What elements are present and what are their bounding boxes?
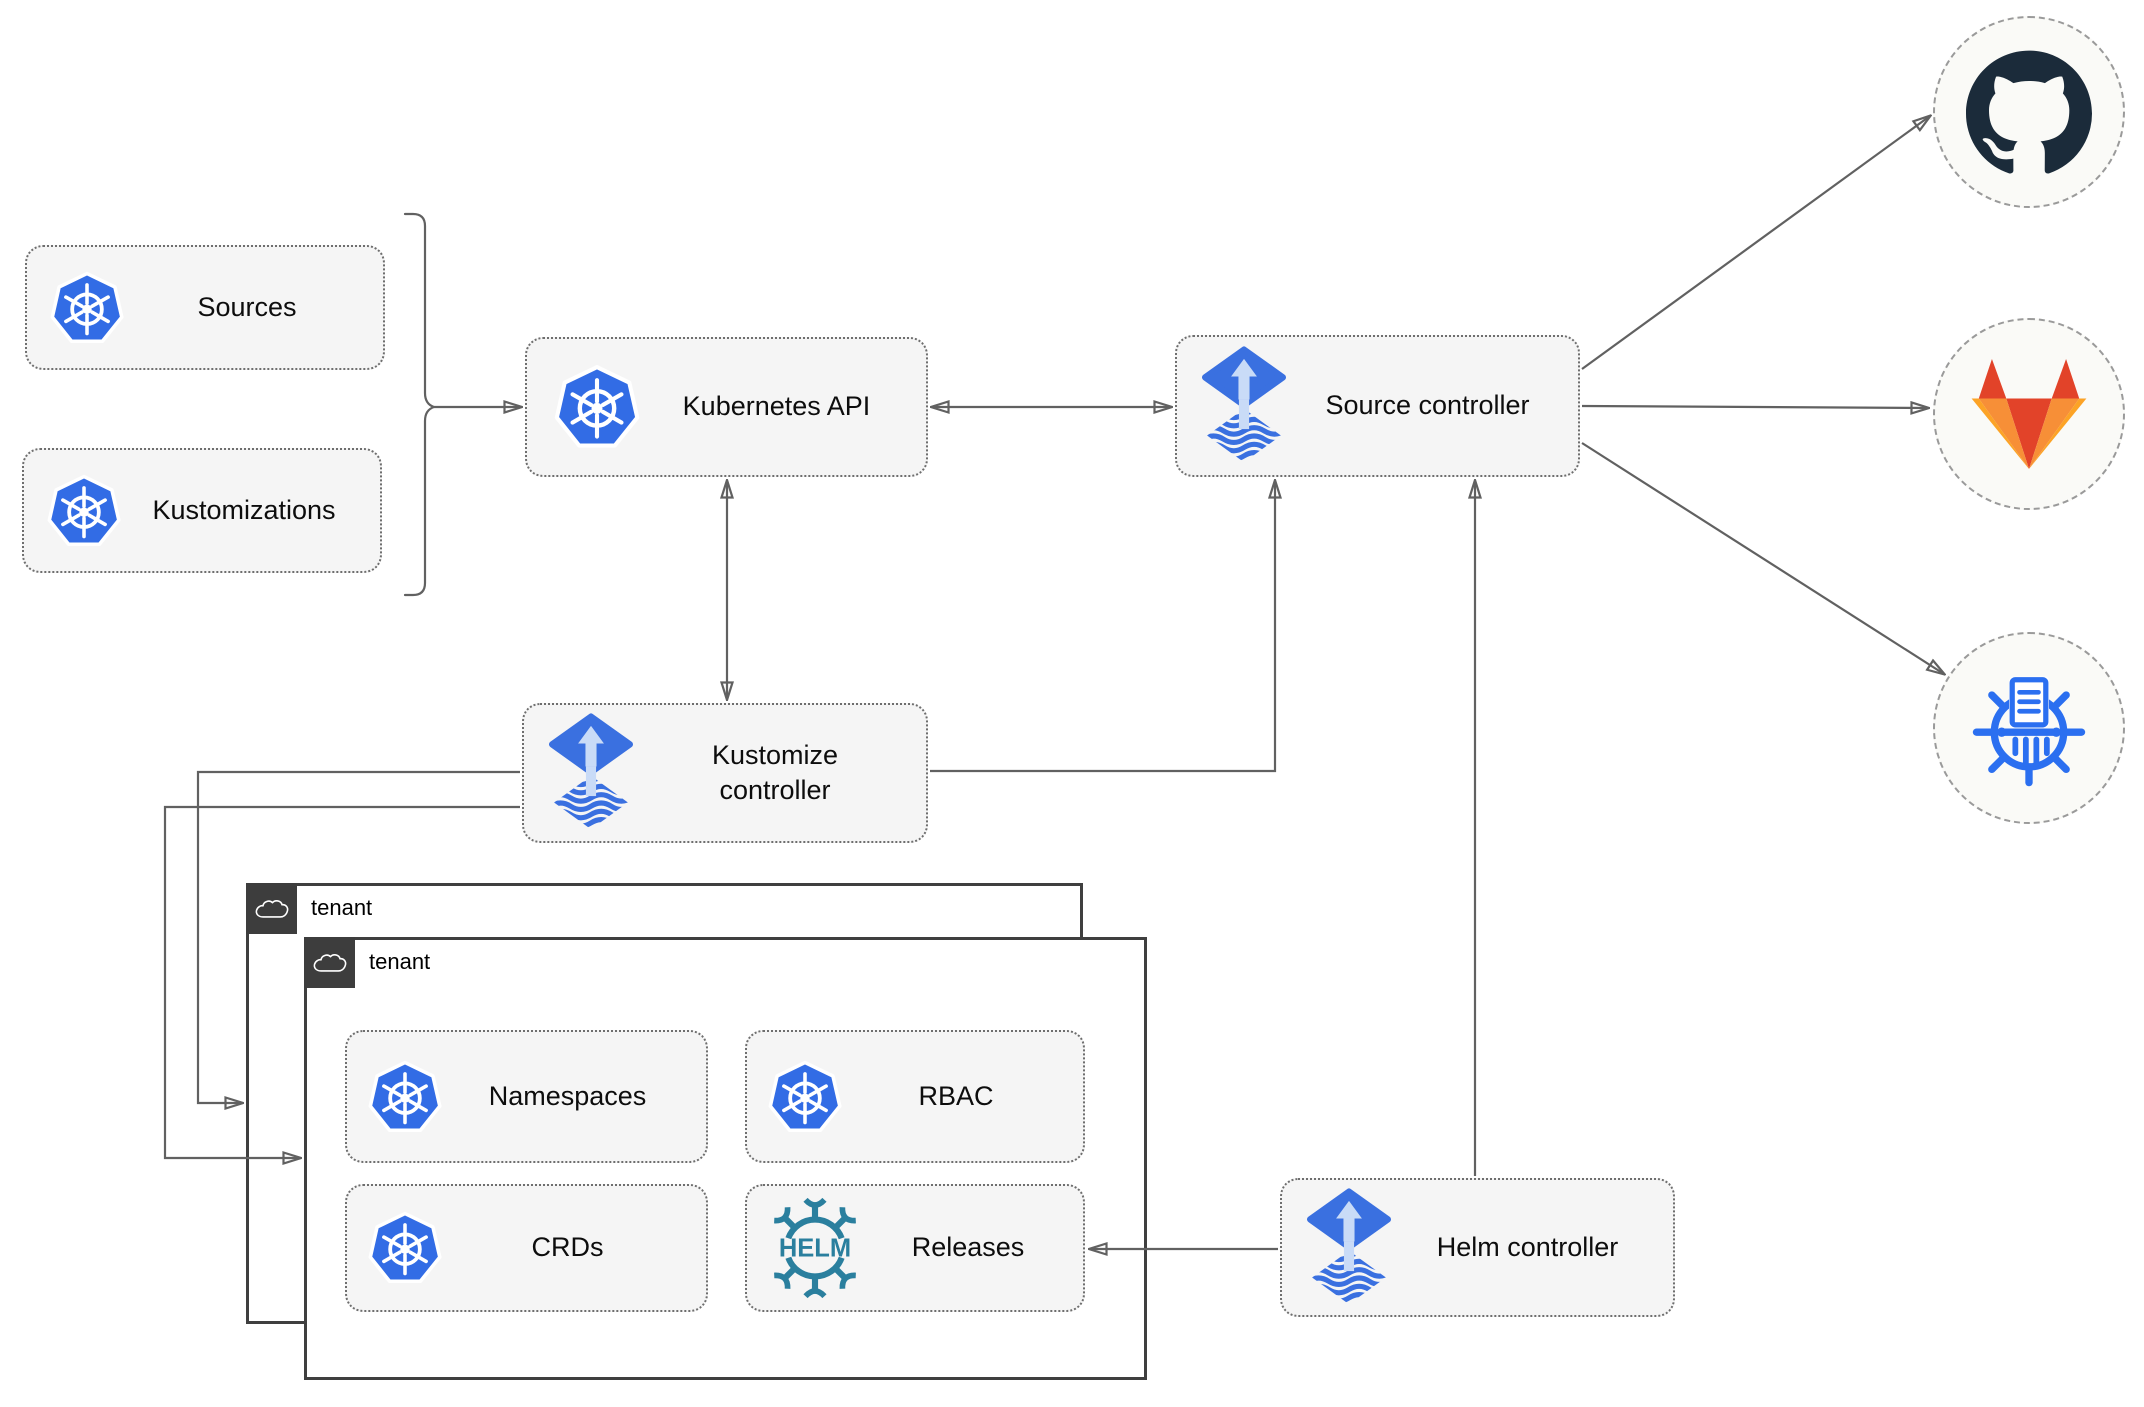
gitlab-icon [1971,359,2087,469]
tenant-label: tenant [311,895,373,920]
node-label: Sources [197,291,297,322]
kubernetes-icon [50,271,124,343]
node-label: Releases [911,1232,1025,1263]
node-label: Namespaces [488,1080,647,1111]
node-label: Helm controller [1436,1231,1619,1262]
node-kustomize-controller: Kustomize controller [522,703,928,843]
kubernetes-icon [768,1060,842,1132]
cloud-icon [313,953,346,972]
edge-kustomize-to-source [930,481,1275,773]
tenant-label: tenant [369,949,431,974]
node-label: Kustomize controller [711,739,839,805]
edge-source-to-manifests [1581,442,1944,674]
node-label: Kustomizations [152,494,336,525]
node-crds: CRDs [345,1184,708,1312]
helm-icon: HELM [763,1196,867,1300]
helm-wordmark: HELM [779,1235,851,1263]
flux-icon [1197,346,1291,466]
kubernetes-manifests-icon [1972,676,2086,787]
tenant-badge [246,883,297,934]
kubernetes-icon [368,1211,442,1284]
node-sources: Sources [25,245,385,370]
endpoint-gitlab [1933,318,2125,510]
flux-icon [1302,1188,1396,1308]
tenant-badge [304,937,355,988]
node-source-controller: Source controller [1175,335,1580,477]
edge-source-to-gitlab [1581,406,1928,408]
endpoint-github [1933,16,2125,208]
node-label: Kubernetes API [682,391,871,422]
endpoint-kubernetes-manifests [1933,632,2125,824]
node-label: CRDs [531,1232,604,1263]
node-kubernetes-api: Kubernetes API [525,337,928,477]
node-releases: HELM Releases [745,1184,1085,1312]
node-helm-controller: Helm controller [1280,1178,1675,1317]
node-kustomizations: Kustomizations [22,448,382,573]
kubernetes-icon [553,363,641,451]
flux-icon [544,713,638,833]
edge-source-to-github [1581,116,1930,370]
github-icon [1966,50,2092,174]
node-rbac: RBAC [745,1030,1085,1163]
cloud-icon [255,899,288,918]
grouping-bracket [403,212,438,597]
kubernetes-icon [47,474,121,546]
node-label: Source controller [1325,390,1530,421]
node-namespaces: Namespaces [345,1030,708,1163]
node-label: RBAC [918,1080,994,1111]
kubernetes-icon [368,1060,442,1132]
